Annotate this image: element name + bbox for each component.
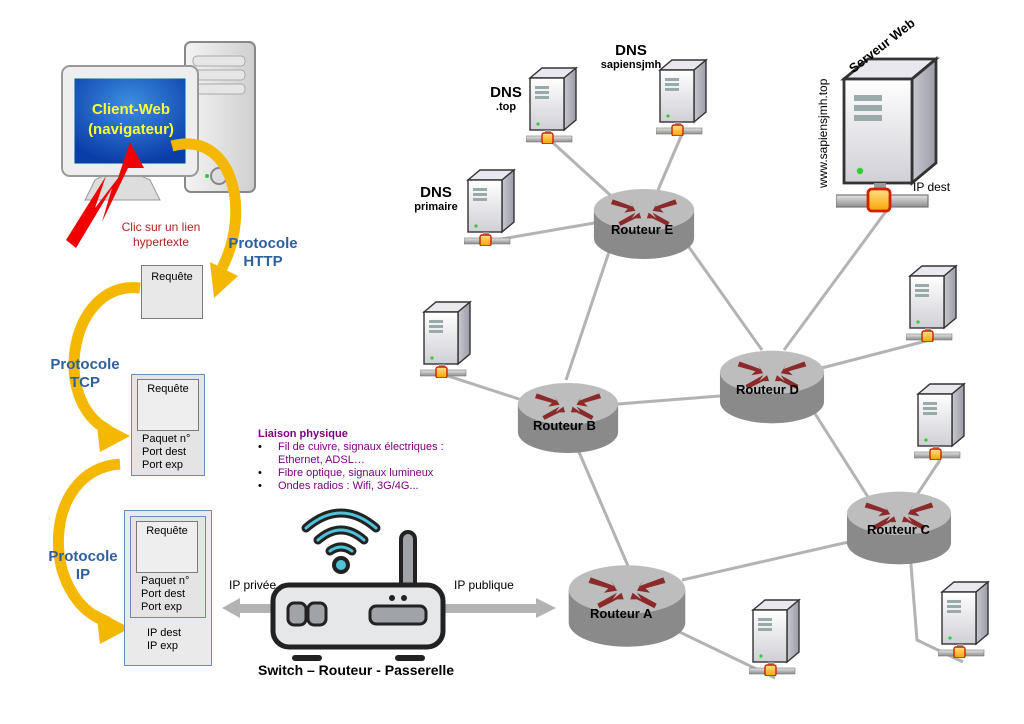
tcp-arrow-head-icon <box>96 418 130 452</box>
gateway-device <box>270 508 446 661</box>
physical-link-title: Liaison physique <box>258 428 348 440</box>
link-routeur-d-routeur-c <box>803 397 870 498</box>
link-dns-sapiensjmh-routeur-e <box>656 133 684 191</box>
protocol-word: Protocole <box>48 548 118 565</box>
protocol-word: Protocole <box>50 356 120 373</box>
dns-word: DNS <box>615 42 647 59</box>
host-server-icon <box>906 265 957 342</box>
routeur-c-label: Routeur C <box>867 522 930 537</box>
tcp-segment-inner-box: Requête Paquet n° Port dest Port exp <box>130 516 206 618</box>
physical-link-item: Ondes radios : Wifi, 3G/4G... <box>258 480 488 493</box>
dns-name: .top <box>495 101 517 113</box>
request-label: Requête <box>147 383 189 395</box>
physical-link-item: Fibre optique, signaux lumineux <box>258 467 488 480</box>
port-dest: Port dest <box>142 446 187 458</box>
private-arrow-shaft <box>230 604 280 613</box>
host-server-icon <box>914 383 965 460</box>
link-routeur-d-host <box>813 338 931 372</box>
private-arrow-head-icon <box>222 598 240 618</box>
gateway-arrows <box>222 598 556 618</box>
host-server-icon <box>749 599 800 676</box>
dns-primaire-label: DNS primaire <box>408 184 464 213</box>
link-routeur-b-routeur-d <box>617 394 721 406</box>
routeur-d-label: Routeur D <box>736 382 799 397</box>
protocol-name: IP <box>75 566 91 583</box>
client-web-label: Client-Web (navigateur) <box>76 100 186 140</box>
dns-word: DNS <box>490 84 522 101</box>
dns-top-server-icon <box>526 67 577 144</box>
routeur-a-label: Routeur A <box>590 606 653 621</box>
click-line-2: hypertexte <box>132 235 190 249</box>
ip-header-fields: IP dest IP exp <box>147 627 181 653</box>
dns-sapiensjmh-label: DNS sapiensjmh <box>596 42 666 71</box>
client-title: Client-Web <box>91 101 171 118</box>
link-host-routeur-b <box>444 373 523 402</box>
private-ip-label: IP privée <box>229 578 277 592</box>
protocol-ip-label: Protocole IP <box>38 548 128 584</box>
http-request-box: Requête <box>141 265 203 319</box>
host-server-icon <box>938 581 989 658</box>
protocol-tcp-label: Protocole TCP <box>40 356 130 392</box>
packet-number: Paquet n° <box>142 433 191 445</box>
dns-sapiensjmh-server-icon <box>656 59 707 136</box>
web-server-ip-label: IP dest <box>913 180 951 194</box>
tcp-segment-box: Requête Paquet n° Port dest Port exp <box>131 374 205 476</box>
link-routeur-b-routeur-a <box>574 444 630 567</box>
link-routeur-e-routeur-b <box>564 242 614 381</box>
routeur-b-label: Routeur B <box>533 418 596 433</box>
physical-link-legend: Liaison physique Fil de cuivre, signaux … <box>258 428 488 493</box>
protocol-word: Protocole <box>228 235 298 252</box>
web-server-url: www.sapiensjmh.top <box>816 78 830 188</box>
link-routeur-a-routeur-c <box>681 536 867 582</box>
port-exp: Port exp <box>142 459 183 471</box>
ip-exp: IP exp <box>147 640 178 652</box>
request-label: Requête <box>146 525 188 537</box>
public-arrow-head-icon <box>536 598 556 618</box>
http-arrow <box>170 138 242 271</box>
packet-number: Paquet n° <box>141 575 190 587</box>
tcp-arrow <box>68 282 141 435</box>
click-line-1: Clic sur un lien <box>121 220 201 234</box>
dns-name: sapiensjmh <box>600 59 662 71</box>
dns-word: DNS <box>420 184 452 201</box>
gateway-label: Switch – Routeur - Passerelle <box>258 662 455 678</box>
protocol-http-label: Protocole HTTP <box>218 235 308 271</box>
request-inner-box: Requête <box>137 379 199 431</box>
link-dns-top-routeur-e <box>549 139 622 206</box>
port-dest: Port dest <box>141 588 186 600</box>
tcp-header-fields: Paquet n° Port dest Port exp <box>142 433 190 472</box>
request-inner-box: Requête <box>136 521 198 573</box>
public-arrow-shaft <box>442 604 542 613</box>
client-subtitle: (navigateur) <box>88 121 174 138</box>
public-ip-label: IP publique <box>454 578 514 592</box>
dns-primaire-server-icon <box>464 169 515 246</box>
link-web-server-routeur-d <box>782 209 889 351</box>
request-label: Requête <box>151 271 193 283</box>
click-link-label: Clic sur un lien hypertexte <box>110 220 212 250</box>
physical-link-item: Fil de cuivre, signaux électriques : Eth… <box>258 441 488 467</box>
host-server-icon <box>420 301 471 378</box>
protocol-name: HTTP <box>243 253 283 270</box>
ip-arrow-head-icon <box>96 610 130 644</box>
protocol-name: TCP <box>70 374 100 391</box>
dns-top-label: DNS .top <box>486 84 526 113</box>
routeur-e-label: Routeur E <box>611 222 674 237</box>
dns-name: primaire <box>414 201 458 213</box>
ip-packet-box: Requête Paquet n° Port dest Port exp IP … <box>124 510 212 666</box>
tcp-header-fields: Paquet n° Port dest Port exp <box>141 575 189 614</box>
click-lightning-icon <box>66 142 144 248</box>
protocol-arrows <box>52 138 242 628</box>
http-arrow-head-icon <box>210 262 238 298</box>
ip-dest: IP dest <box>147 627 182 639</box>
ip-arrow <box>52 458 121 628</box>
port-exp: Port exp <box>141 601 182 613</box>
link-routeur-e-routeur-d <box>684 242 764 351</box>
